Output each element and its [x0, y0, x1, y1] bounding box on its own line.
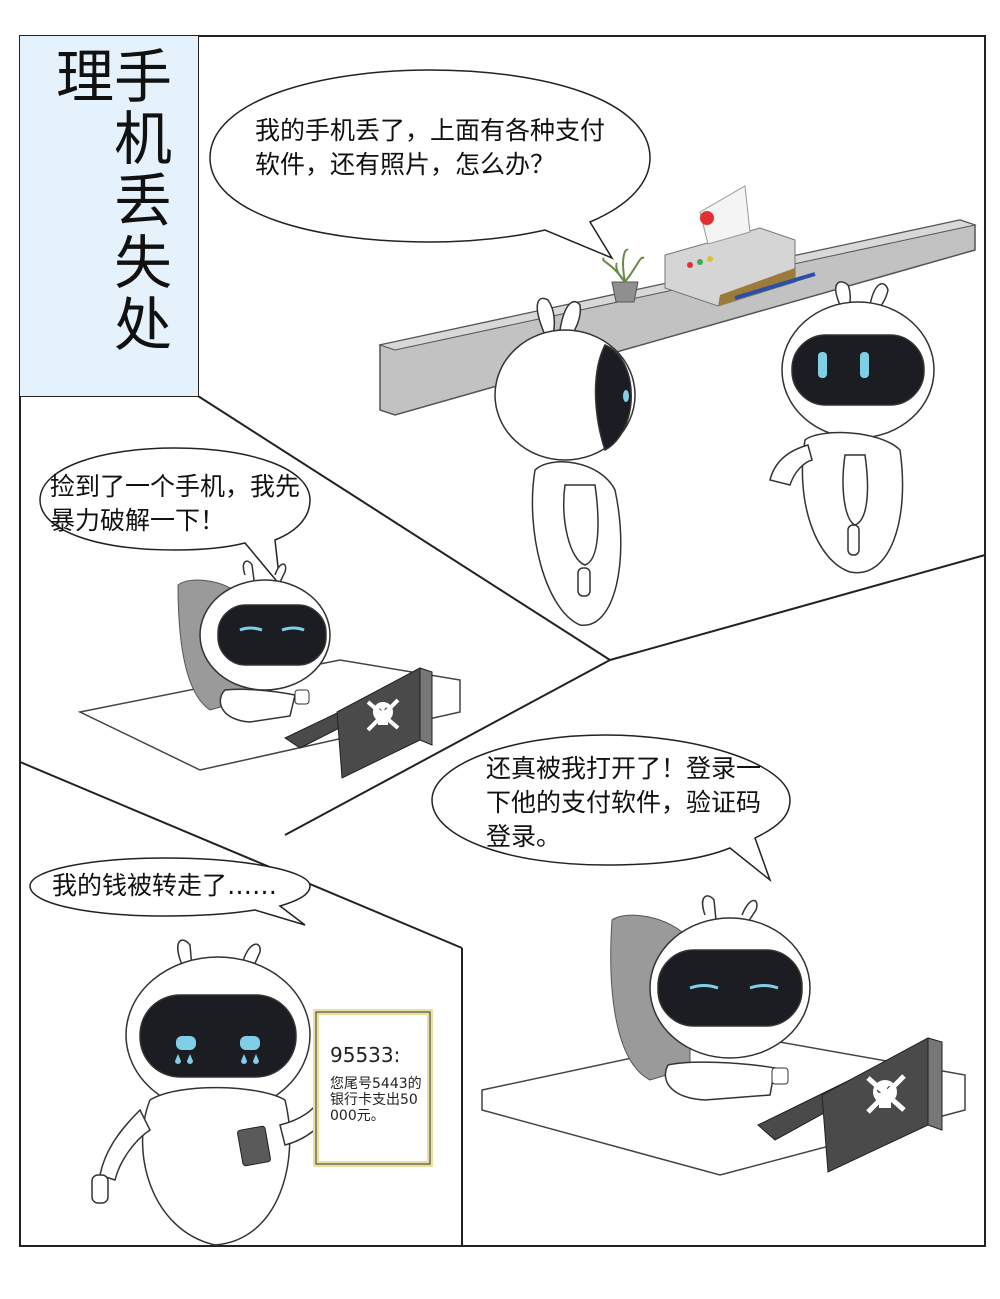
speech-text-2: 捡到了一个手机，我先暴力破解一下！: [50, 472, 301, 535]
potted-plant: [602, 248, 645, 303]
panel-dividers: [19, 36, 986, 1246]
robot-hacker-2: [649, 895, 811, 1101]
phone-icon: [237, 1125, 271, 1167]
robot-right: [769, 281, 935, 574]
printer: [664, 185, 816, 307]
robot-left: [494, 297, 636, 626]
sms-sender: 95533:: [330, 1043, 401, 1067]
panel-2: [39, 447, 461, 779]
speech-bubble-3: [431, 734, 791, 883]
speech-text-1: 我的手机丢了，上面有各种支付软件，还有照片，怎么办？: [255, 116, 606, 179]
robot-hacker: [199, 560, 331, 723]
speech-text-4: 我的钱被转走了……: [52, 871, 278, 900]
speech-bubble-1: [209, 69, 651, 260]
panel-1: [209, 69, 977, 626]
phone-icon: [294, 689, 310, 705]
speech-bubble-4: [29, 857, 311, 926]
phone-icon: [771, 1067, 789, 1085]
panel-3: [431, 734, 966, 1176]
speech-text-3: 还真被我打开了！登录一下他的支付软件，验证码登录。: [486, 754, 762, 851]
panel-4: [29, 857, 433, 1246]
skull-icon: [866, 1074, 906, 1114]
page-border: [19, 35, 986, 1247]
sms-body: 您尾号5443的银行卡支出50000元。: [330, 1076, 422, 1124]
title-box: 手机丢失处理: [20, 36, 198, 396]
speech-bubble-2: [39, 447, 311, 588]
page-title: 手机丢失处理: [46, 46, 172, 356]
skull-icon: [366, 698, 400, 732]
robot-crying: [91, 939, 333, 1246]
